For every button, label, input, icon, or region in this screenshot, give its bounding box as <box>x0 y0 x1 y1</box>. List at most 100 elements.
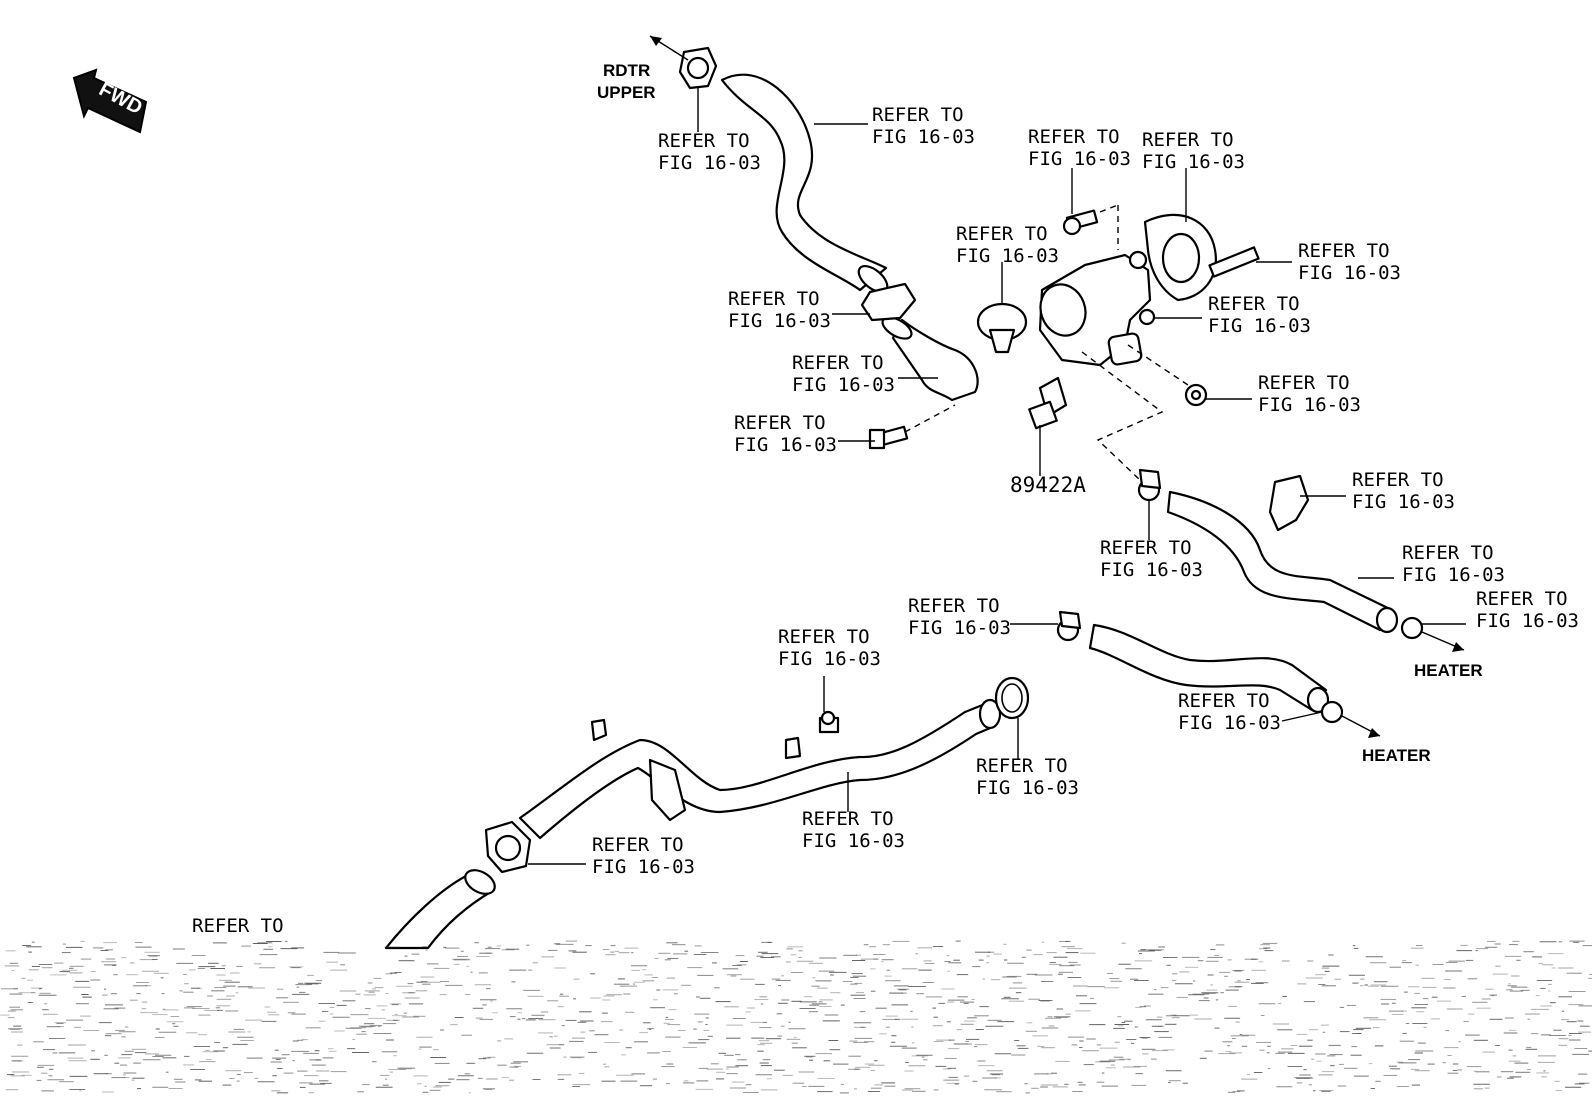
water-bypass-pipe <box>518 698 1002 840</box>
svg-text:FIG 16-03: FIG 16-03 <box>1402 564 1505 586</box>
svg-text:FIG 16-03: FIG 16-03 <box>956 245 1059 267</box>
callout-hose-clamp-upper[interactable]: REFER TO FIG 16-03 <box>728 288 831 332</box>
callout-o-ring[interactable]: REFER TO FIG 16-03 <box>976 755 1079 799</box>
radiator-hose-clamp <box>649 35 718 90</box>
svg-text:FIG 16-03: FIG 16-03 <box>1178 712 1281 734</box>
svg-text:89422A: 89422A <box>1010 473 1086 497</box>
callout-water-outlet-flange[interactable]: REFER TO FIG 16-03 <box>1208 293 1311 337</box>
water-outlet-housing <box>1038 250 1152 367</box>
callout-heater-clamp-a[interactable]: REFER TO FIG 16-03 <box>1476 588 1579 632</box>
heater-hose-b-clamp <box>1056 610 1082 642</box>
svg-text:REFER TO: REFER TO <box>1142 129 1234 151</box>
heater-hose-clamp-upper <box>1137 468 1162 502</box>
housing-nut <box>1138 308 1156 326</box>
callout-heater-clamp-b[interactable]: REFER TO FIG 16-03 <box>1178 690 1281 734</box>
heater-label-lower: HEATER <box>1362 746 1431 765</box>
svg-text:REFER TO: REFER TO <box>802 808 894 830</box>
svg-text:REFER TO: REFER TO <box>872 104 964 126</box>
callout-radiator-upper-hose[interactable]: REFER TO FIG 16-03 <box>872 104 975 148</box>
svg-text:FIG 16-03: FIG 16-03 <box>1028 148 1131 170</box>
lower-hose-clamp <box>484 820 532 874</box>
radiator-upper-hose <box>720 73 889 294</box>
heater-clamp-a <box>1400 616 1465 652</box>
callout-partial-bottom[interactable]: REFER TO <box>192 915 284 937</box>
svg-text:FIG 16-03: FIG 16-03 <box>792 374 895 396</box>
svg-text:FIG 16-03: FIG 16-03 <box>734 434 837 456</box>
leader-lines <box>528 88 1466 865</box>
rdtr-upper-label: RDTR UPPER <box>597 61 656 102</box>
svg-text:FIG 16-03: FIG 16-03 <box>728 310 831 332</box>
callout-heater-hose-a[interactable]: REFER TO FIG 16-03 <box>1402 542 1505 586</box>
callout-water-bypass-pipe[interactable]: REFER TO FIG 16-03 <box>802 808 905 852</box>
svg-text:REFER TO: REFER TO <box>658 130 750 152</box>
water-temperature-sensor <box>1028 376 1068 430</box>
svg-text:REFER TO: REFER TO <box>1208 293 1300 315</box>
callout-bypass-nut[interactable]: REFER TO FIG 16-03 <box>1258 372 1361 416</box>
svg-text:FIG 16-03: FIG 16-03 <box>1142 151 1245 173</box>
callout-water-inlet-housing[interactable]: REFER TO FIG 16-03 <box>792 352 895 396</box>
svg-text:HEATER: HEATER <box>1414 661 1483 680</box>
callout-clamp-rdtr-upper[interactable]: REFER TO FIG 16-03 <box>658 130 761 174</box>
svg-text:FIG 16-03: FIG 16-03 <box>1208 315 1311 337</box>
svg-text:REFER TO: REFER TO <box>192 915 284 937</box>
elbow-hose-clamp <box>860 282 917 322</box>
heater-hose-clip <box>1268 474 1310 532</box>
callout-bolt-top[interactable]: REFER TO FIG 16-03 <box>1028 126 1131 170</box>
inlet-bolt <box>868 425 909 450</box>
o-ring <box>994 676 1030 720</box>
pipe-bolt <box>818 710 840 734</box>
stud-bolt <box>1208 246 1260 278</box>
svg-text:REFER TO: REFER TO <box>778 626 870 648</box>
svg-text:REFER TO: REFER TO <box>1178 690 1270 712</box>
callout-gasket-top[interactable]: REFER TO FIG 16-03 <box>1142 129 1245 173</box>
svg-text:FIG 16-03: FIG 16-03 <box>592 856 695 878</box>
lower-radiator-hose <box>384 869 496 950</box>
svg-text:FIG 16-03: FIG 16-03 <box>778 648 881 670</box>
svg-text:REFER TO: REFER TO <box>592 834 684 856</box>
svg-text:REFER TO: REFER TO <box>908 595 1000 617</box>
svg-text:REFER TO: REFER TO <box>1352 469 1444 491</box>
callout-lower-hose-clamp[interactable]: REFER TO FIG 16-03 <box>592 834 695 878</box>
svg-text:REFER TO: REFER TO <box>734 412 826 434</box>
svg-text:REFER TO: REFER TO <box>1100 537 1192 559</box>
callout-pipe-bolt[interactable]: REFER TO FIG 16-03 <box>778 626 881 670</box>
svg-text:REFER TO: REFER TO <box>728 288 820 310</box>
svg-text:FIG 16-03: FIG 16-03 <box>1352 491 1455 513</box>
svg-text:FIG 16-03: FIG 16-03 <box>802 830 905 852</box>
svg-text:FIG 16-03: FIG 16-03 <box>658 152 761 174</box>
svg-text:REFER TO: REFER TO <box>1402 542 1494 564</box>
heater-hose-a <box>1166 490 1399 634</box>
svg-text:REFER TO: REFER TO <box>976 755 1068 777</box>
callout-heater-hose-clamp[interactable]: REFER TO FIG 16-03 <box>1100 537 1203 581</box>
callout-heater-hose-b-clamp[interactable]: REFER TO FIG 16-03 <box>908 595 1011 639</box>
part-number-sensor[interactable]: 89422A <box>1010 473 1086 497</box>
svg-text:FIG 16-03: FIG 16-03 <box>1476 610 1579 632</box>
callout-thermostat[interactable]: REFER TO FIG 16-03 <box>956 223 1059 267</box>
callout-stud-bolt[interactable]: REFER TO FIG 16-03 <box>1298 240 1401 284</box>
rdtr-label: RDTR <box>603 61 650 80</box>
fwd-arrow-icon: FWD <box>72 68 148 134</box>
svg-text:FIG 16-03: FIG 16-03 <box>1100 559 1203 581</box>
svg-text:HEATER: HEATER <box>1362 746 1431 765</box>
water-inlet-elbow <box>881 316 979 402</box>
svg-text:FIG 16-03: FIG 16-03 <box>976 777 1079 799</box>
svg-text:FIG 16-03: FIG 16-03 <box>1298 262 1401 284</box>
svg-text:REFER TO: REFER TO <box>956 223 1048 245</box>
bypass-nut <box>1184 383 1208 407</box>
heater-label-upper: HEATER <box>1414 661 1483 680</box>
gasket <box>1143 213 1217 302</box>
svg-text:FIG 16-03: FIG 16-03 <box>908 617 1011 639</box>
thermostat <box>976 302 1028 354</box>
heater-clamp-b <box>1320 700 1381 738</box>
callout-clip-heater[interactable]: REFER TO FIG 16-03 <box>1352 469 1455 513</box>
svg-text:FIG 16-03: FIG 16-03 <box>872 126 975 148</box>
svg-text:FIG 16-03: FIG 16-03 <box>1258 394 1361 416</box>
svg-text:REFER TO: REFER TO <box>792 352 884 374</box>
svg-text:REFER TO: REFER TO <box>1298 240 1390 262</box>
upper-label: UPPER <box>597 83 656 102</box>
svg-text:REFER TO: REFER TO <box>1476 588 1568 610</box>
svg-text:REFER TO: REFER TO <box>1258 372 1350 394</box>
callout-inlet-bolt[interactable]: REFER TO FIG 16-03 <box>734 412 837 456</box>
svg-text:REFER TO: REFER TO <box>1028 126 1120 148</box>
